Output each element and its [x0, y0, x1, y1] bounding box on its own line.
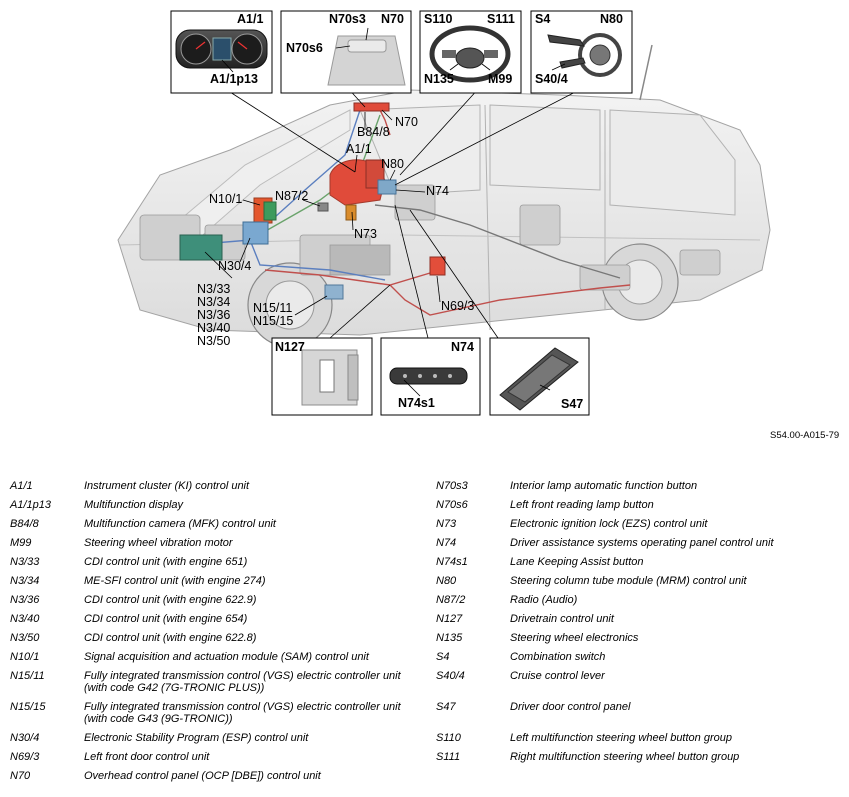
leader-lines	[204, 84, 586, 339]
callout-a1-1: A1/1	[346, 142, 372, 156]
callout-n69-3: N69/3	[441, 299, 475, 313]
callout-n70: N70	[395, 115, 418, 129]
detail-box-combination-switch	[530, 10, 633, 94]
callout-n70-top: N70	[381, 12, 404, 26]
legend-description: CDI control unit (with engine 622.9)	[84, 594, 257, 606]
legend-description: Fully integrated transmission control (V…	[84, 670, 401, 694]
legend-description: Interior lamp automatic function button	[510, 480, 698, 492]
callout-a1-1p13: A1/1p13	[210, 72, 258, 86]
legend-description: Lane Keeping Assist button	[510, 556, 644, 568]
legend-code: N3/33	[10, 556, 40, 568]
callout-s47: S47	[561, 397, 584, 411]
callout-n87-2: N87/2	[275, 189, 309, 203]
legend-description: ME-SFI control unit (with engine 274)	[84, 575, 266, 587]
detail-box-steering-wheel	[419, 10, 522, 94]
detail-box-overhead-panel	[280, 10, 412, 94]
legend-description: Combination switch	[510, 651, 606, 663]
legend-code: N30/4	[10, 732, 40, 744]
detail-box-assist-panel	[380, 337, 481, 416]
legend-description: Cruise control lever	[510, 670, 605, 682]
legend-code: A1/1	[10, 480, 33, 492]
legend-description: CDI control unit (with engine 651)	[84, 556, 248, 568]
legend-description: Instrument cluster (KI) control unit	[84, 480, 250, 492]
legend-description: Drivetrain control unit	[510, 613, 614, 625]
legend-code: N135	[436, 632, 463, 644]
legend: A1/1 Instrument cluster (KI) control unit…	[0, 476, 849, 797]
legend-code: N3/36	[10, 594, 40, 606]
callout-n30-4: N30/4	[218, 259, 252, 273]
legend-code: S40/4	[436, 670, 465, 682]
callout-s110: S110	[424, 12, 453, 26]
detail-box-instrument-cluster	[170, 10, 273, 94]
callout-n3-group: N3/33 N3/34 N3/36 N3/40 N3/50	[197, 282, 231, 348]
legend-code: N74	[436, 537, 457, 549]
legend-description: Overhead control panel (OCP [DBE]) contr…	[84, 770, 321, 782]
callout-n80: N80	[381, 157, 404, 171]
detail-box-drivetrain-unit	[271, 337, 373, 416]
legend-description: Driver door control panel	[510, 701, 631, 713]
legend-description: Signal acquisition and actuation module …	[84, 651, 369, 663]
legend-code: N70s3	[436, 480, 468, 492]
legend-description: Electronic ignition lock (EZS) control u…	[510, 518, 708, 530]
legend-description: Steering wheel electronics	[510, 632, 639, 644]
legend-code: N70	[10, 770, 31, 782]
legend-code: S4	[436, 651, 450, 663]
legend-code: N70s6	[436, 499, 468, 511]
control-units	[179, 102, 446, 300]
legend-code: N10/1	[10, 651, 40, 663]
vehicle-illustration	[117, 10, 771, 416]
legend-code: S110	[436, 732, 461, 744]
callout-n74-box: N74	[451, 340, 474, 354]
legend-code: N73	[436, 518, 457, 530]
legend-code: B84/8	[10, 518, 39, 530]
legend-code: N69/3	[10, 751, 40, 763]
legend-description: Driver assistance systems operating pane…	[510, 537, 774, 549]
legend-description: Steering column tube module (MRM) contro…	[510, 575, 747, 587]
legend-description: Steering wheel vibration motor	[84, 537, 233, 549]
legend-description: Multifunction display	[84, 499, 184, 511]
legend-code: A1/1p13	[10, 499, 51, 511]
legend-code: N15/15	[10, 701, 46, 713]
callout-s111: S111	[487, 12, 515, 26]
callout-a1-1-top: A1/1	[237, 12, 264, 26]
legend-code: M99	[10, 537, 32, 549]
legend-description: CDI control unit (with engine 654)	[84, 613, 248, 625]
callout-n70s6: N70s6	[286, 41, 323, 55]
callout-n127: N127	[275, 340, 305, 354]
callout-n70s3: N70s3	[329, 12, 366, 26]
legend-code: N3/34	[10, 575, 40, 587]
figure-code: S54.00-A015-79	[770, 430, 840, 441]
legend-description: Right multifunction steering wheel butto…	[510, 751, 740, 763]
legend-code: N80	[436, 575, 457, 587]
legend-code: N74s1	[436, 556, 468, 568]
legend-description: Left front reading lamp button	[510, 499, 654, 511]
component-location-figure: A1/1 A1/1p13 N70s3 N70 N70s6 S110 S111 N…	[117, 10, 840, 441]
callout-n74s1: N74s1	[398, 396, 435, 410]
legend-code: S47	[436, 701, 456, 713]
legend-description: Fully integrated transmission control (V…	[84, 701, 401, 725]
legend-code: N15/11	[10, 670, 45, 682]
legend-description: Left multifunction steering wheel button…	[510, 732, 732, 744]
legend-description: Radio (Audio)	[510, 594, 578, 606]
callout-m99: M99	[488, 72, 513, 86]
legend-description: Multifunction camera (MFK) control unit	[84, 518, 276, 530]
callout-n135: N135	[424, 72, 454, 86]
legend-code: N3/50	[10, 632, 40, 644]
legend-description: CDI control unit (with engine 622.8)	[84, 632, 257, 644]
legend-description: Left front door control unit	[84, 751, 210, 763]
callout-s4: S4	[535, 12, 551, 26]
legend-code: S111	[436, 751, 461, 763]
legend-description: Electronic Stability Program (ESP) contr…	[84, 732, 309, 744]
legend-code: N3/40	[10, 613, 40, 625]
callout-b84-8: B84/8	[357, 125, 390, 139]
callout-n10-1: N10/1	[209, 192, 243, 206]
callout-n74: N74	[426, 184, 449, 198]
detail-box-door-panel	[489, 337, 590, 416]
legend-code: N87/2	[436, 594, 466, 606]
callout-n15-group: N15/11 N15/15	[253, 301, 294, 328]
callout-n80-top: N80	[600, 12, 623, 26]
callout-s40-4: S40/4	[535, 72, 568, 86]
callout-n73: N73	[354, 227, 377, 241]
legend-code: N127	[436, 613, 463, 625]
